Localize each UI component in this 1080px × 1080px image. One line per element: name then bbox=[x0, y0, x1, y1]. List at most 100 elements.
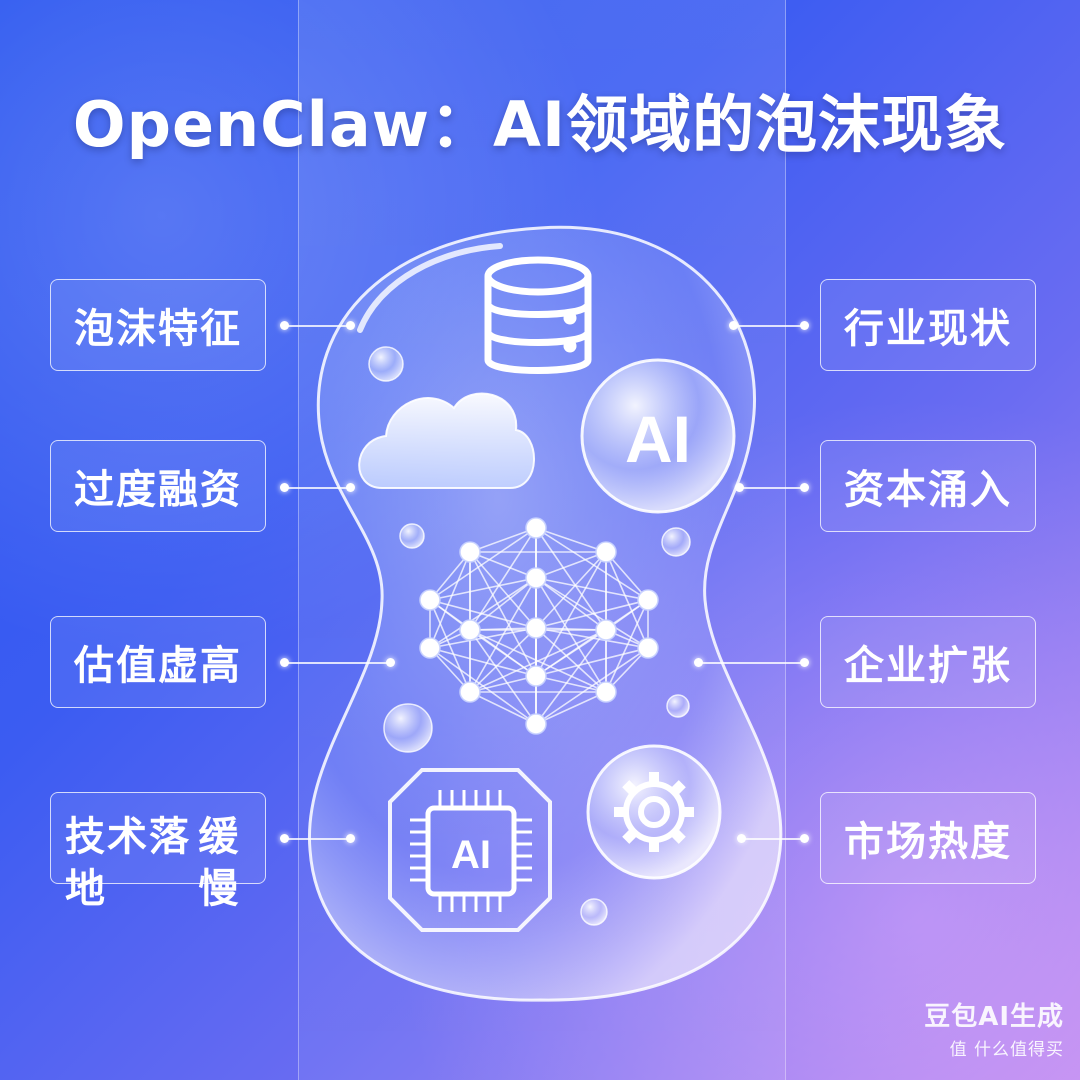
network-edge bbox=[469, 627, 537, 693]
cloud-icon bbox=[358, 392, 535, 489]
connector-dot bbox=[280, 834, 289, 843]
connector-dot bbox=[280, 658, 289, 667]
connector-left-4 bbox=[286, 838, 350, 840]
network-edge bbox=[469, 577, 537, 631]
network-edge bbox=[429, 551, 471, 649]
network-node bbox=[525, 567, 547, 589]
network-edge bbox=[429, 577, 537, 649]
label-industry-status: 行业现状 bbox=[820, 279, 1036, 371]
page-title: OpenClaw：AI领域的泡沫现象 bbox=[72, 88, 1008, 161]
network-edge bbox=[429, 627, 537, 649]
network-edge bbox=[535, 577, 649, 649]
label-text: 资本涌入 bbox=[844, 467, 1012, 513]
connector-dot bbox=[800, 658, 809, 667]
connector-right-4 bbox=[742, 838, 804, 840]
network-edge bbox=[429, 599, 471, 693]
network-node bbox=[419, 637, 441, 659]
network-edge bbox=[429, 599, 537, 629]
connector-dot bbox=[729, 321, 738, 330]
network-edge bbox=[469, 675, 537, 693]
connector-dot bbox=[737, 834, 746, 843]
chip-text: AI bbox=[451, 833, 491, 877]
network-edge bbox=[535, 551, 607, 579]
connector-right-1 bbox=[734, 325, 804, 327]
connector-dot bbox=[280, 483, 289, 492]
watermark-brand: 豆包AI生成 bbox=[924, 1002, 1064, 1032]
label-text: 估值虚高 bbox=[74, 643, 242, 689]
network-node bbox=[525, 713, 547, 735]
label-slow-tech-adoption: 技术落地 缓慢 bbox=[50, 792, 266, 912]
gear-tooth bbox=[670, 828, 686, 844]
connector-right-2 bbox=[740, 487, 804, 489]
network-edge bbox=[429, 647, 537, 725]
connector-dot bbox=[800, 321, 809, 330]
network-node bbox=[525, 617, 547, 639]
connector-left-2 bbox=[286, 487, 350, 489]
label-bubble-features: 泡沫特征 bbox=[50, 279, 266, 371]
network-edge bbox=[535, 675, 607, 693]
label-enterprise-expansion: 企业扩张 bbox=[820, 616, 1036, 708]
neural-network-icon bbox=[419, 517, 659, 735]
connector-dot bbox=[800, 483, 809, 492]
small-bubble bbox=[368, 346, 404, 382]
network-edge bbox=[535, 647, 649, 677]
network-edge bbox=[535, 551, 607, 629]
gear-tooth bbox=[622, 828, 638, 844]
network-node bbox=[595, 681, 617, 703]
network-edge bbox=[535, 627, 607, 693]
connector-right-3 bbox=[698, 662, 804, 664]
network-edge bbox=[469, 629, 607, 693]
network-node bbox=[459, 541, 481, 563]
network-edge bbox=[429, 527, 537, 601]
network-edge bbox=[535, 629, 607, 677]
gear-icon bbox=[586, 744, 722, 880]
ai-bubble-text: AI bbox=[625, 402, 691, 476]
connector-dot bbox=[346, 321, 355, 330]
connector-left-3 bbox=[286, 662, 388, 664]
label-text-line-1: 技术落地 bbox=[65, 814, 191, 912]
watermark: 豆包AI生成 值 什么值得买 bbox=[924, 996, 1064, 1060]
network-edge bbox=[605, 551, 649, 649]
database-icon bbox=[484, 256, 592, 374]
network-edge bbox=[429, 577, 537, 601]
network-node bbox=[525, 517, 547, 539]
network-edge bbox=[535, 599, 649, 629]
network-edge bbox=[469, 551, 537, 579]
connector-dot bbox=[346, 483, 355, 492]
label-text: 市场热度 bbox=[844, 819, 1012, 865]
watermark-sub: 值 什么值得买 bbox=[949, 1040, 1064, 1060]
network-edge bbox=[535, 691, 607, 725]
network-node bbox=[419, 589, 441, 611]
connector-dot bbox=[280, 321, 289, 330]
small-bubble bbox=[580, 898, 608, 926]
network-edge bbox=[535, 527, 607, 553]
connector-dot bbox=[735, 483, 744, 492]
label-text: 行业现状 bbox=[844, 306, 1012, 352]
network-edge bbox=[535, 627, 607, 631]
connector-dot bbox=[346, 834, 355, 843]
label-over-financing: 过度融资 bbox=[50, 440, 266, 532]
network-edge bbox=[429, 647, 537, 677]
ai-chip-icon: AI bbox=[388, 768, 552, 932]
network-edge bbox=[469, 527, 537, 553]
connector-dot bbox=[694, 658, 703, 667]
network-edge bbox=[535, 577, 649, 601]
label-overvaluation: 估值虚高 bbox=[50, 616, 266, 708]
label-market-heat: 市场热度 bbox=[820, 792, 1036, 884]
network-node bbox=[637, 589, 659, 611]
network-edge bbox=[535, 647, 649, 725]
network-edge bbox=[469, 551, 537, 629]
small-bubble bbox=[383, 703, 433, 753]
network-node bbox=[595, 541, 617, 563]
network-node bbox=[459, 619, 481, 641]
network-node bbox=[459, 681, 481, 703]
small-bubble bbox=[666, 694, 690, 718]
connector-dot bbox=[386, 658, 395, 667]
connector-dot bbox=[800, 834, 809, 843]
network-edge bbox=[535, 627, 649, 649]
small-bubble bbox=[661, 527, 691, 557]
network-edge bbox=[535, 577, 607, 631]
small-bubble bbox=[399, 523, 425, 549]
gear-tooth bbox=[622, 780, 638, 796]
